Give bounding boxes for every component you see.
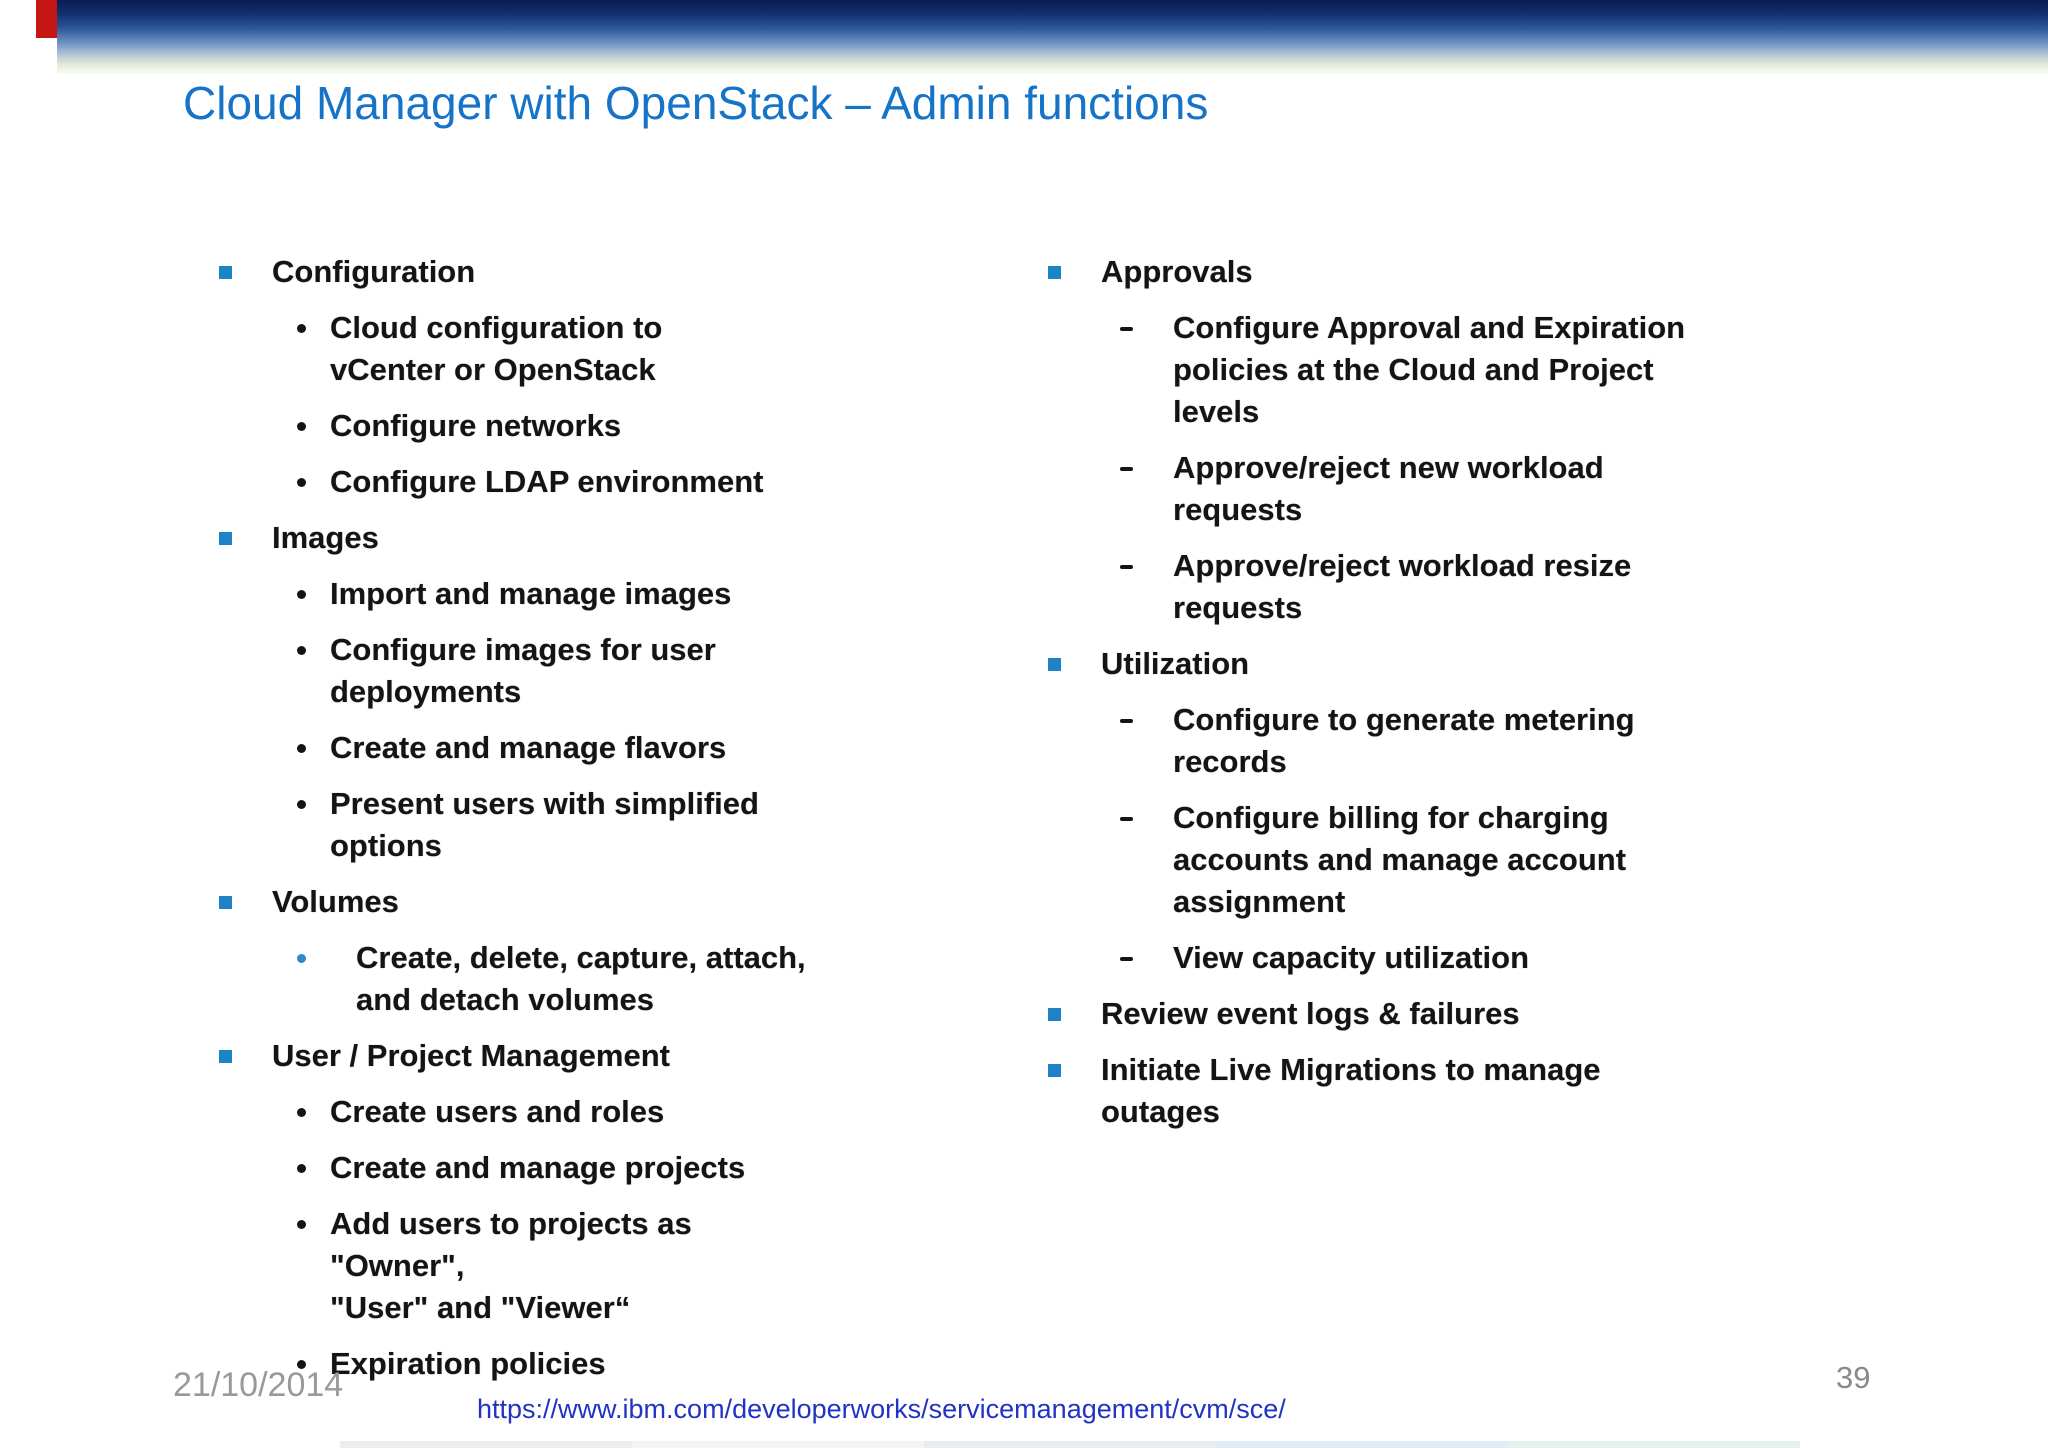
- bottom-strip-segment: [1508, 1441, 1800, 1448]
- square-bullet-icon: [1048, 1064, 1061, 1077]
- list-item: Configure networks: [219, 405, 839, 447]
- dash-bullet-icon: [1120, 817, 1133, 821]
- header-gradient-bar: [57, 0, 2048, 74]
- list-item-text: Configure to generate metering records: [1173, 702, 1635, 779]
- list-item: Configure images for user deployments: [219, 629, 839, 713]
- section-label: Initiate Live Migrations to manage outag…: [1101, 1052, 1601, 1129]
- section-label: Volumes: [272, 884, 399, 919]
- list-item-text: Create, delete, capture, attach, and det…: [356, 940, 806, 1017]
- dot-bullet-icon: [297, 744, 306, 753]
- bottom-strip: [340, 1441, 1800, 1448]
- bottom-strip-segment: [924, 1441, 1216, 1448]
- list-item-text: Create and manage projects: [330, 1150, 746, 1185]
- dot-bullet-icon: [297, 478, 306, 487]
- dot-bullet-icon: [297, 800, 306, 809]
- list-item-text: Configure networks: [330, 408, 622, 443]
- dash-bullet-icon: [1120, 327, 1133, 331]
- section-heading-volumes: Volumes: [219, 881, 839, 923]
- bottom-strip-segment: [632, 1441, 924, 1448]
- list-item: Configure billing for charging accounts …: [1048, 797, 1768, 923]
- list-item-text: Configure images for user deployments: [330, 632, 716, 709]
- list-item-text: View capacity utilization: [1173, 940, 1530, 975]
- list-item: Configure Approval and Expiration polici…: [1048, 307, 1768, 433]
- dot-bullet-icon: [297, 1360, 306, 1369]
- footer-date: 21/10/2014: [173, 1366, 344, 1404]
- list-item-text: Configure billing for charging accounts …: [1173, 800, 1627, 919]
- section-heading-utilization: Utilization: [1048, 643, 1768, 685]
- dash-bullet-icon: [1120, 565, 1133, 569]
- square-bullet-icon: [1048, 1008, 1061, 1021]
- list-item-text: Present users with simplified options: [330, 786, 759, 863]
- section-label: Approvals: [1101, 254, 1253, 289]
- list-item-text: Cloud configuration to vCenter or OpenSt…: [330, 310, 663, 387]
- list-item: Add users to projects as "Owner", "User"…: [219, 1203, 839, 1329]
- section-heading-initiate-live-migrations: Initiate Live Migrations to manage outag…: [1048, 1049, 1768, 1133]
- list-item-text: Configure LDAP environment: [330, 464, 764, 499]
- dash-bullet-icon: [1120, 719, 1133, 723]
- list-item: Import and manage images: [219, 573, 839, 615]
- list-item: Create, delete, capture, attach, and det…: [219, 937, 839, 1021]
- list-item: Approve/reject workload resize requests: [1048, 545, 1768, 629]
- list-item-text: Approve/reject new workload requests: [1173, 450, 1604, 527]
- section-label: Review event logs & failures: [1101, 996, 1520, 1031]
- section-heading-configuration: Configuration: [219, 251, 839, 293]
- section-label: User / Project Management: [272, 1038, 670, 1073]
- list-item: Create users and roles: [219, 1091, 839, 1133]
- section-heading-review-event-logs: Review event logs & failures: [1048, 993, 1768, 1035]
- list-item: Configure LDAP environment: [219, 461, 839, 503]
- list-item-text: Create and manage flavors: [330, 730, 727, 765]
- list-item-text: Approve/reject workload resize requests: [1173, 548, 1632, 625]
- square-bullet-icon: [219, 896, 232, 909]
- list-item: View capacity utilization: [1048, 937, 1768, 979]
- list-item: Create and manage flavors: [219, 727, 839, 769]
- dot-bullet-icon: [297, 590, 306, 599]
- page-number: 39: [1836, 1360, 1871, 1395]
- list-item: Configure to generate metering records: [1048, 699, 1768, 783]
- list-item-text: Expiration policies: [330, 1346, 606, 1381]
- left-column: Configuration Cloud configuration to vCe…: [219, 251, 839, 1399]
- square-bullet-icon: [219, 266, 232, 279]
- dot-bullet-icon: [297, 324, 306, 333]
- section-heading-user-project-management: User / Project Management: [219, 1035, 839, 1077]
- dot-bullet-icon: [297, 1164, 306, 1173]
- list-item: Create and manage projects: [219, 1147, 839, 1189]
- list-item-text: Add users to projects as "Owner", "User"…: [330, 1206, 692, 1325]
- square-bullet-icon: [219, 532, 232, 545]
- footer-link[interactable]: https://www.ibm.com/developerworks/servi…: [477, 1394, 1286, 1424]
- blue-dot-bullet-icon: [297, 954, 306, 963]
- list-item-text: Configure Approval and Expiration polici…: [1173, 310, 1686, 429]
- dot-bullet-icon: [297, 1220, 306, 1229]
- square-bullet-icon: [219, 1050, 232, 1063]
- red-accent-mark: [36, 0, 57, 38]
- bottom-strip-segment: [1216, 1441, 1508, 1448]
- dot-bullet-icon: [297, 1108, 306, 1117]
- list-item-text: Import and manage images: [330, 576, 732, 611]
- bottom-strip-segment: [340, 1441, 632, 1448]
- section-label: Configuration: [272, 254, 476, 289]
- section-heading-images: Images: [219, 517, 839, 559]
- right-column: Approvals Configure Approval and Expirat…: [1048, 251, 1768, 1147]
- list-item: Approve/reject new workload requests: [1048, 447, 1768, 531]
- square-bullet-icon: [1048, 658, 1061, 671]
- page-title: Cloud Manager with OpenStack – Admin fun…: [183, 77, 1209, 129]
- list-item: Present users with simplified options: [219, 783, 839, 867]
- dash-bullet-icon: [1120, 957, 1133, 961]
- dot-bullet-icon: [297, 422, 306, 431]
- dash-bullet-icon: [1120, 467, 1133, 471]
- list-item: Cloud configuration to vCenter or OpenSt…: [219, 307, 839, 391]
- section-label: Images: [272, 520, 379, 555]
- dot-bullet-icon: [297, 646, 306, 655]
- square-bullet-icon: [1048, 266, 1061, 279]
- section-label: Utilization: [1101, 646, 1250, 681]
- section-heading-approvals: Approvals: [1048, 251, 1768, 293]
- list-item-text: Create users and roles: [330, 1094, 665, 1129]
- list-item: Expiration policies: [219, 1343, 839, 1385]
